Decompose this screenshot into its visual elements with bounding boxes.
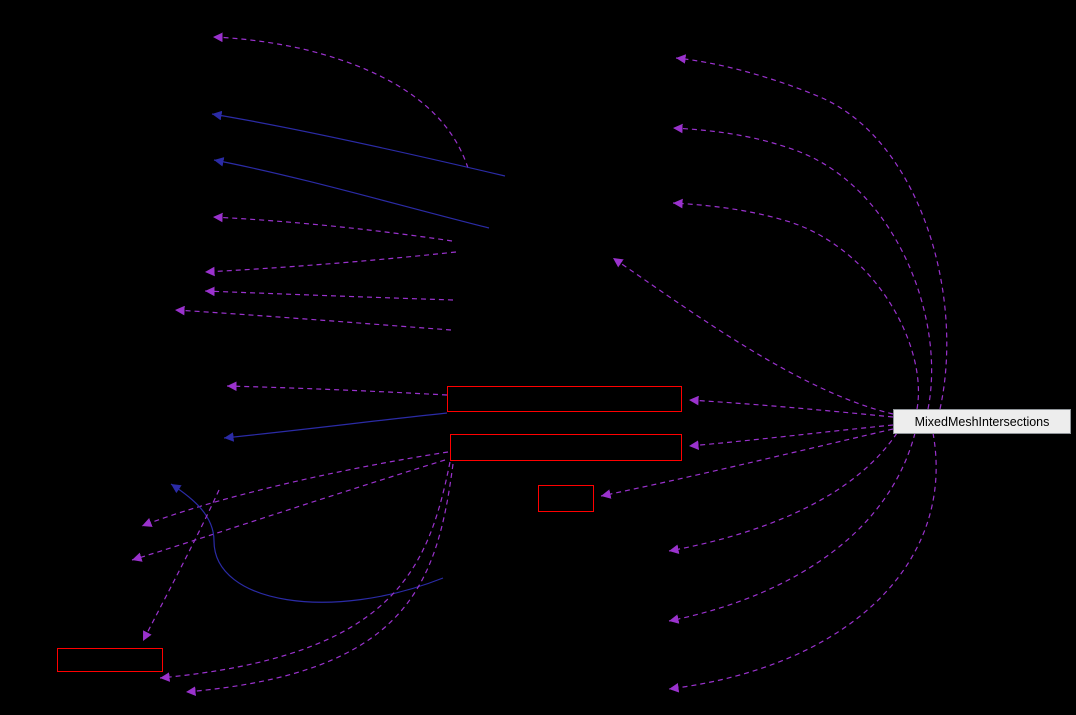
graph-edge [204,251,457,277]
graph-edge [668,432,898,554]
graph-edge [223,412,448,442]
graph-node-red[interactable] [57,648,163,672]
graph-edge [688,395,894,418]
graph-edge [600,428,894,499]
graph-node-red[interactable] [450,434,682,461]
graph-edge [185,463,454,696]
graph-edge [131,459,446,562]
graph-node-red[interactable] [447,386,682,412]
graph-edge [212,32,469,169]
graph-edge [141,451,449,527]
graph-edge [174,305,452,331]
graph-edge [688,424,894,450]
graph-edge [204,286,454,301]
graph-edge [612,257,894,415]
graph-edge [211,110,506,177]
graph-edge [212,212,453,242]
graph-edge [226,381,448,396]
main-node-label: MixedMeshIntersections [914,414,1050,429]
graph-node-red[interactable] [538,485,594,512]
graph-edge [672,123,933,410]
graph-edge [668,432,916,624]
graph-edge [142,489,220,642]
graph-edge [675,54,948,410]
graph-edge [170,483,444,603]
graph-edge [668,432,937,693]
main-node: MixedMeshIntersections [893,409,1071,434]
graph-edge [159,461,451,682]
graph-edge [213,157,490,229]
graph-edge [672,198,919,410]
